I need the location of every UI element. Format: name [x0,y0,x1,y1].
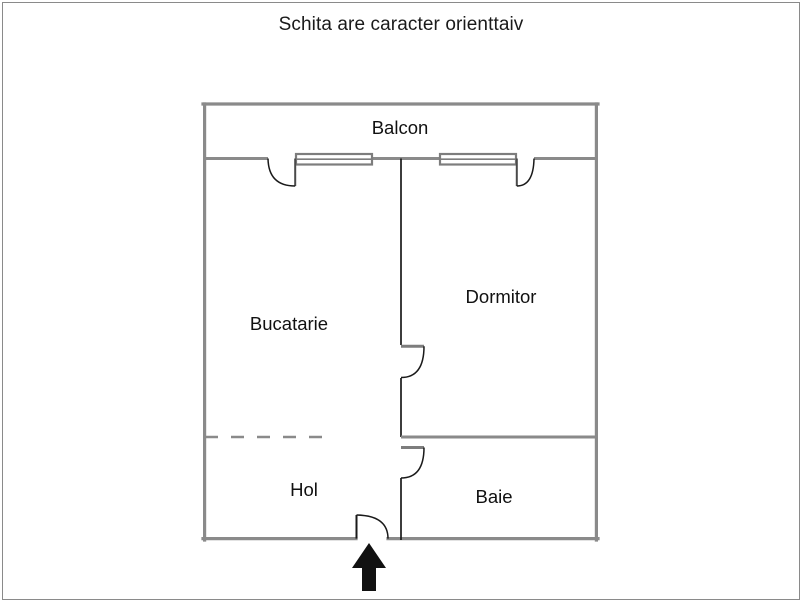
door-arc-balcony-right [516,158,535,187]
baie-door [400,446,425,479]
balcony-door-left [267,158,297,187]
door-arc-entrance [356,514,389,539]
entrance-door [355,514,389,539]
room-label-bucatarie: Bucatarie [249,313,329,334]
door-arc-balcony-left [267,158,296,187]
door-arc-dormitor [400,346,425,379]
entrance-arrow [352,543,386,591]
room-label-baie: Baie [475,486,513,507]
room-label-balcon: Balcon [371,117,429,138]
entrance-arrow-shape [352,543,386,591]
room-label-hol: Hol [290,479,318,500]
outer-walls [201,102,600,542]
page-title: Schita are caracter orienttaiv [278,14,524,35]
balcony-window-left [294,152,374,166]
room-label-dormitor: Dormitor [465,286,537,307]
balcony-door-right [515,158,535,187]
dormitor-door [400,344,425,379]
balcony-window-right [438,152,518,166]
door-arc-baie [400,447,425,479]
